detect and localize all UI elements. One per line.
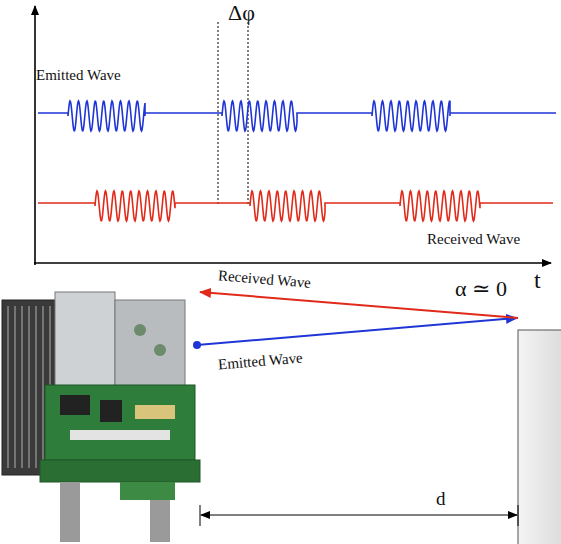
wave-label: Received Wave <box>427 230 520 248</box>
axis-label: t <box>534 266 541 295</box>
wave-label: Emitted Wave <box>36 66 121 84</box>
dimension-line <box>201 515 517 516</box>
phase-shift-label: Δφ <box>228 0 255 26</box>
radar-device <box>2 292 200 542</box>
dimension-label: d <box>436 488 446 511</box>
dimension-tick <box>518 505 519 526</box>
emitter-dot <box>193 341 201 349</box>
dimension-tick <box>200 505 201 526</box>
ray-label: Emitted Wave <box>217 349 303 374</box>
y-axis <box>34 6 36 265</box>
received-wave <box>38 191 553 221</box>
emitted-ray <box>197 318 517 345</box>
emitted-wave <box>38 101 556 131</box>
wall <box>518 330 561 544</box>
time-axis <box>34 262 551 264</box>
wave-group <box>38 101 556 221</box>
ray-label: Received Wave <box>217 266 311 292</box>
angle-label: α ≃ 0 <box>455 276 507 302</box>
